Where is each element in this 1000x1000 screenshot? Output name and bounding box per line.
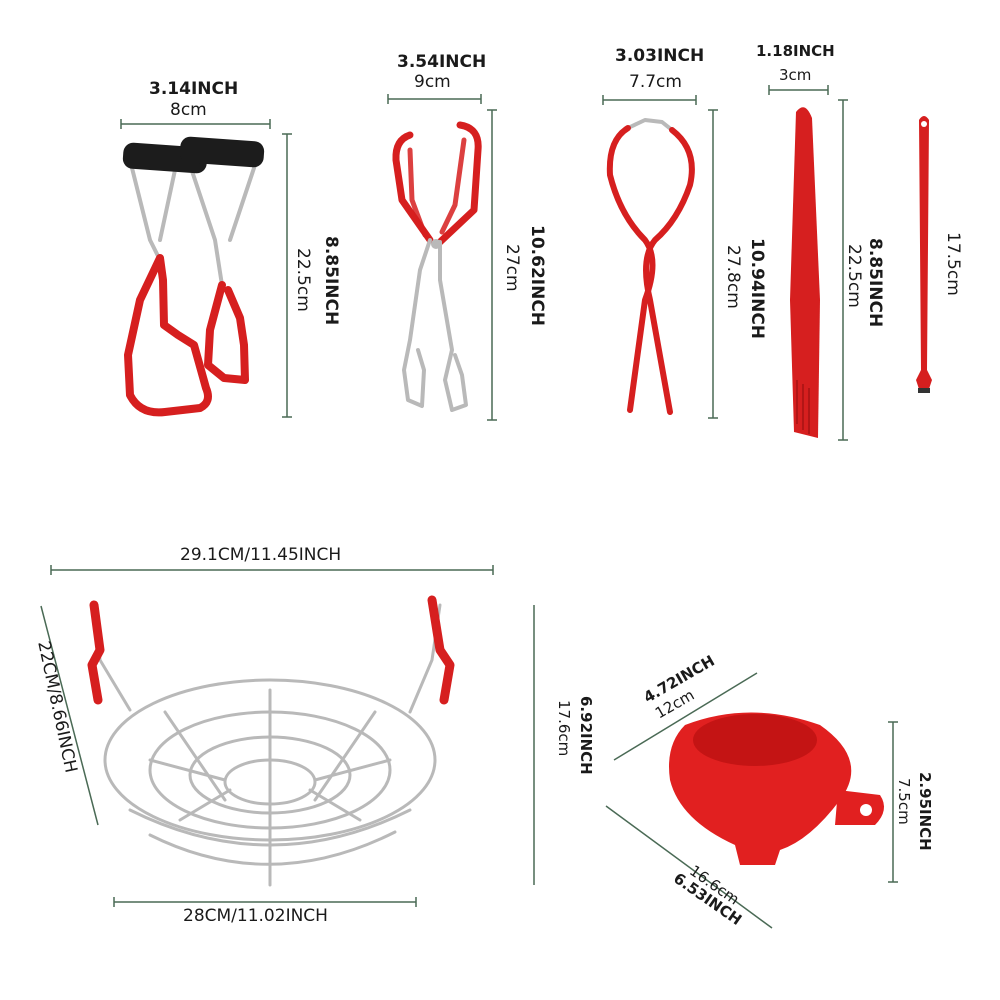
bubble-remover-width-cm: 3cm bbox=[779, 66, 812, 84]
lid-lifter-height-cm: 17.5cm bbox=[943, 232, 963, 296]
jar-lifter-width-cm: 8cm bbox=[170, 100, 207, 120]
tongs-height-cm: 27cm bbox=[502, 244, 522, 292]
funnel-illustration bbox=[669, 712, 884, 865]
funnel-spout-cm: 7.5cm bbox=[895, 778, 913, 825]
funnel-height-inch: 6.92INCH bbox=[577, 696, 595, 775]
jar-lifter-width-inch: 3.14INCH bbox=[149, 79, 239, 99]
canning-rack-illustration bbox=[87, 595, 455, 887]
tongs-height-inch: 10.62INCH bbox=[527, 225, 547, 327]
jar-wrench-height-cm: 27.8cm bbox=[723, 245, 743, 309]
jar-wrench-width-inch: 3.03INCH bbox=[615, 46, 705, 66]
jar-wrench-width-cm: 7.7cm bbox=[629, 72, 682, 92]
jar-wrench-illustration bbox=[606, 118, 695, 415]
bubble-remover-height-inch: 8.85INCH bbox=[865, 238, 885, 328]
bubble-remover-width-inch: 1.18INCH bbox=[756, 42, 835, 60]
bubble-remover-illustration bbox=[790, 107, 820, 438]
bubble-remover-height-cm: 22.5cm bbox=[844, 244, 864, 308]
jar-wrench-height-inch: 10.94INCH bbox=[747, 238, 767, 340]
rack-bottom-width: 28CM/11.02INCH bbox=[183, 906, 328, 926]
jar-lifter-height-inch: 8.85INCH bbox=[321, 236, 341, 326]
rack-top-width: 29.1CM/11.45INCH bbox=[180, 545, 342, 565]
tongs-illustration bbox=[392, 121, 482, 412]
tongs-width-inch: 3.54INCH bbox=[397, 52, 487, 72]
funnel-height-cm: 17.6cm bbox=[555, 700, 573, 757]
funnel-spout-inch: 2.95INCH bbox=[916, 772, 934, 851]
tongs-width-cm: 9cm bbox=[414, 72, 451, 92]
jar-lifter-illustration bbox=[122, 136, 265, 417]
jar-lifter-height-cm: 22.5cm bbox=[293, 248, 313, 312]
magnetic-lid-lifter-illustration bbox=[916, 116, 932, 393]
